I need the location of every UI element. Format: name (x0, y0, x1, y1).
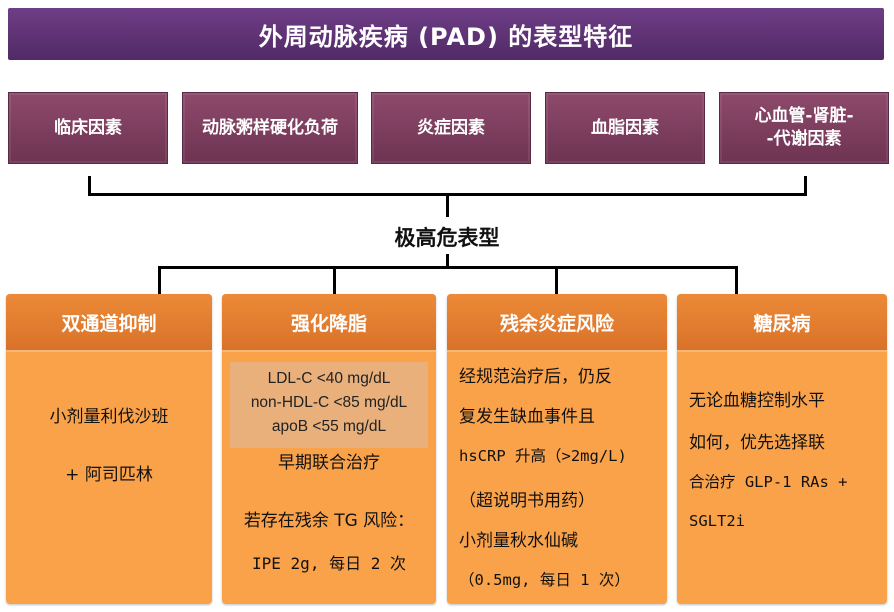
column-text-line: SGLT2i (689, 512, 745, 530)
column-header: 双通道抑制 (6, 294, 212, 352)
column-text-line: 如何，优先选择联 (689, 433, 825, 453)
lipid-targets-box: LDL-C <40 mg/dL non-HDL-C <85 mg/dL apoB… (230, 362, 428, 448)
column-text-line: 复发生缺血事件且 (459, 407, 595, 427)
column-text-line: 无论血糖控制水平 (689, 391, 825, 411)
column-text-line: 经规范治疗后，仍反 (459, 367, 612, 387)
column-diabetes: 糖尿病 无论血糖控制水平 如何，优先选择联 合治疗 GLP-1 RAs + SG… (677, 294, 887, 604)
factor-inflammation: 炎症因素 (371, 92, 531, 164)
branch-horizontal (158, 266, 738, 269)
lipid-target-ldl: LDL-C <40 mg/dL (267, 370, 391, 387)
column-dual-pathway: 双通道抑制 小剂量利伐沙班 + 阿司匹林 (6, 294, 212, 604)
factor-lipid: 血脂因素 (545, 92, 705, 164)
column-intensive-lipid-lowering: 强化降脂 LDL-C <40 mg/dL non-HDL-C <85 mg/dL… (222, 294, 436, 604)
column-text-line: 合治疗 GLP-1 RAs + (689, 473, 848, 491)
branch-drop-2 (333, 266, 336, 294)
branch-stem (446, 254, 449, 268)
factor-atherosclerosis-burden: 动脉粥样硬化负荷 (182, 92, 358, 164)
column-text-line: （超说明书用药） (459, 491, 595, 511)
column-header: 强化降脂 (222, 294, 436, 352)
bracket-left-tick (88, 176, 91, 196)
diagram-title: 外周动脉疾病 (PAD) 的表型特征 (8, 8, 884, 60)
column-text-line: 早期联合治疗 (278, 453, 380, 473)
column-header: 糖尿病 (677, 294, 887, 352)
column-text-line: + 阿司匹林 (65, 465, 153, 485)
lipid-target-non-hdl: non-HDL-C <85 mg/dL (250, 394, 408, 411)
column-header: 残余炎症风险 (447, 294, 667, 352)
factor-clinical: 临床因素 (8, 92, 168, 164)
bracket-right-tick (804, 176, 807, 196)
column-residual-inflammation: 残余炎症风险 经规范治疗后，仍反 复发生缺血事件且 hsCRP 升高（>2mg/… (447, 294, 667, 604)
column-text-line: 若存在残余 TG 风险： (243, 511, 415, 531)
column-text-line: 小剂量利伐沙班 (49, 407, 169, 427)
column-text-line: hsCRP 升高（>2mg/L) (459, 447, 627, 465)
lipid-target-apob: apoB <55 mg/dL (271, 418, 387, 435)
bracket-center-stem (446, 193, 449, 217)
branch-drop-4 (735, 266, 738, 294)
factor-cardio-renal-metabolic: 心血管-肾脏- -代谢因素 (719, 92, 889, 164)
branch-drop-3 (555, 266, 558, 294)
column-text-line: （0.5mg, 每日 1 次） (459, 571, 630, 589)
very-high-risk-label: 极高危表型 (394, 226, 500, 250)
branch-drop-1 (158, 266, 161, 294)
column-text-line: 小剂量秋水仙碱 (459, 531, 578, 551)
column-text-line: IPE 2g, 每日 2 次 (252, 554, 406, 573)
